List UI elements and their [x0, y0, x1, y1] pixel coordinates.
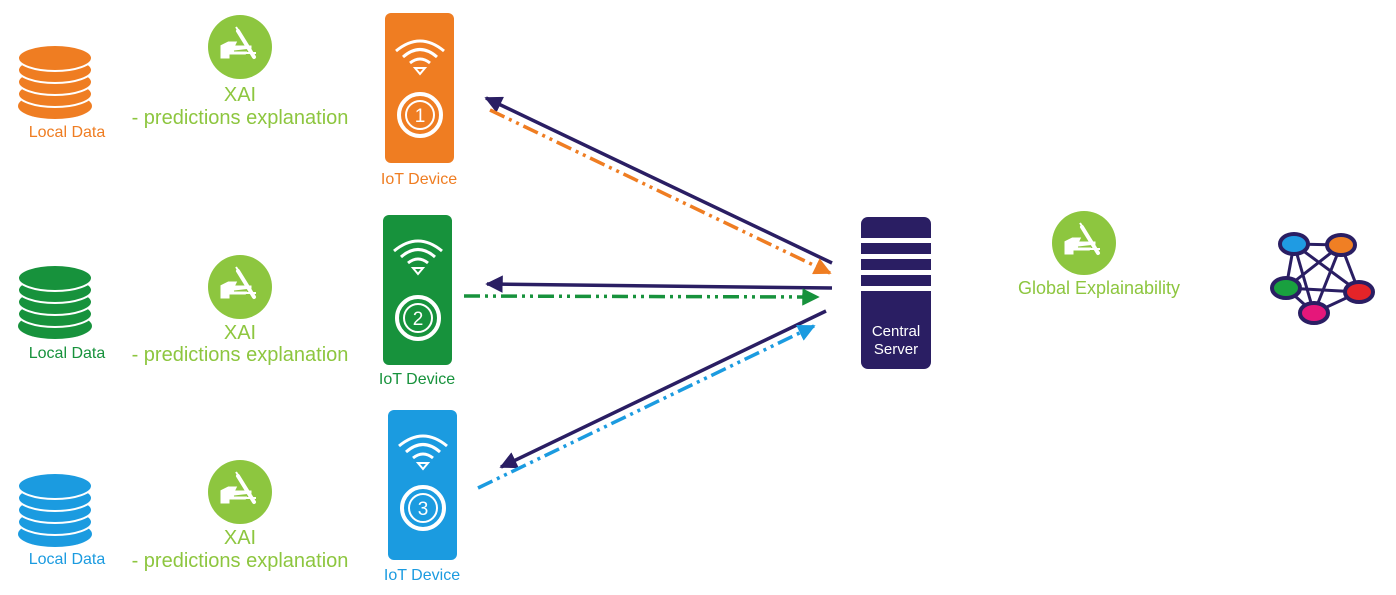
server-to-device-2-arrow [485, 275, 833, 293]
xai-subtitle: - predictions explanation [131, 107, 349, 129]
database-icon [17, 472, 93, 548]
iot-device-label: IoT Device [378, 371, 456, 388]
xai-subtitle: - predictions explanation [131, 344, 349, 366]
hand-writing-icon [206, 458, 274, 526]
central-server [861, 217, 931, 369]
iot-device-label: IoT Device [380, 171, 458, 188]
network-graph-icon [1270, 232, 1375, 325]
local-data-label: Local Data [28, 551, 106, 568]
xai-title: XAI [223, 527, 257, 549]
hand-writing-icon [206, 13, 274, 81]
global-explainability-label: Global Explainability [1017, 278, 1181, 298]
xai-title: XAI [223, 84, 257, 106]
database-icon [17, 264, 93, 340]
local-data-label: Local Data [28, 124, 106, 141]
hand-writing-icon [206, 253, 274, 321]
database-icon [17, 44, 93, 120]
iot-device [388, 410, 457, 560]
device-3-to-server-arrow [477, 324, 816, 490]
iot-device-label: IoT Device [383, 567, 461, 584]
device-number: 1 [415, 106, 426, 127]
xai-title: XAI [223, 322, 257, 344]
xai-subtitle: - predictions explanation [131, 550, 349, 572]
server-to-device-3-arrow [499, 309, 827, 469]
server-label-line2: Server [873, 341, 919, 358]
local-data-label: Local Data [28, 345, 106, 362]
device-number-badge: 3 [400, 485, 446, 531]
device-2-to-server-arrow [463, 288, 820, 306]
device-1-to-server-arrow [489, 108, 832, 275]
iot-device [383, 215, 452, 365]
device-number: 3 [418, 499, 429, 520]
device-number-badge: 2 [395, 295, 441, 341]
hand-writing-icon [1050, 209, 1118, 277]
device-number: 2 [413, 309, 424, 330]
server-label-line1: Central [871, 323, 921, 340]
iot-device [385, 13, 454, 163]
server-to-device-1-arrow [484, 96, 833, 265]
device-number-badge: 1 [397, 92, 443, 138]
